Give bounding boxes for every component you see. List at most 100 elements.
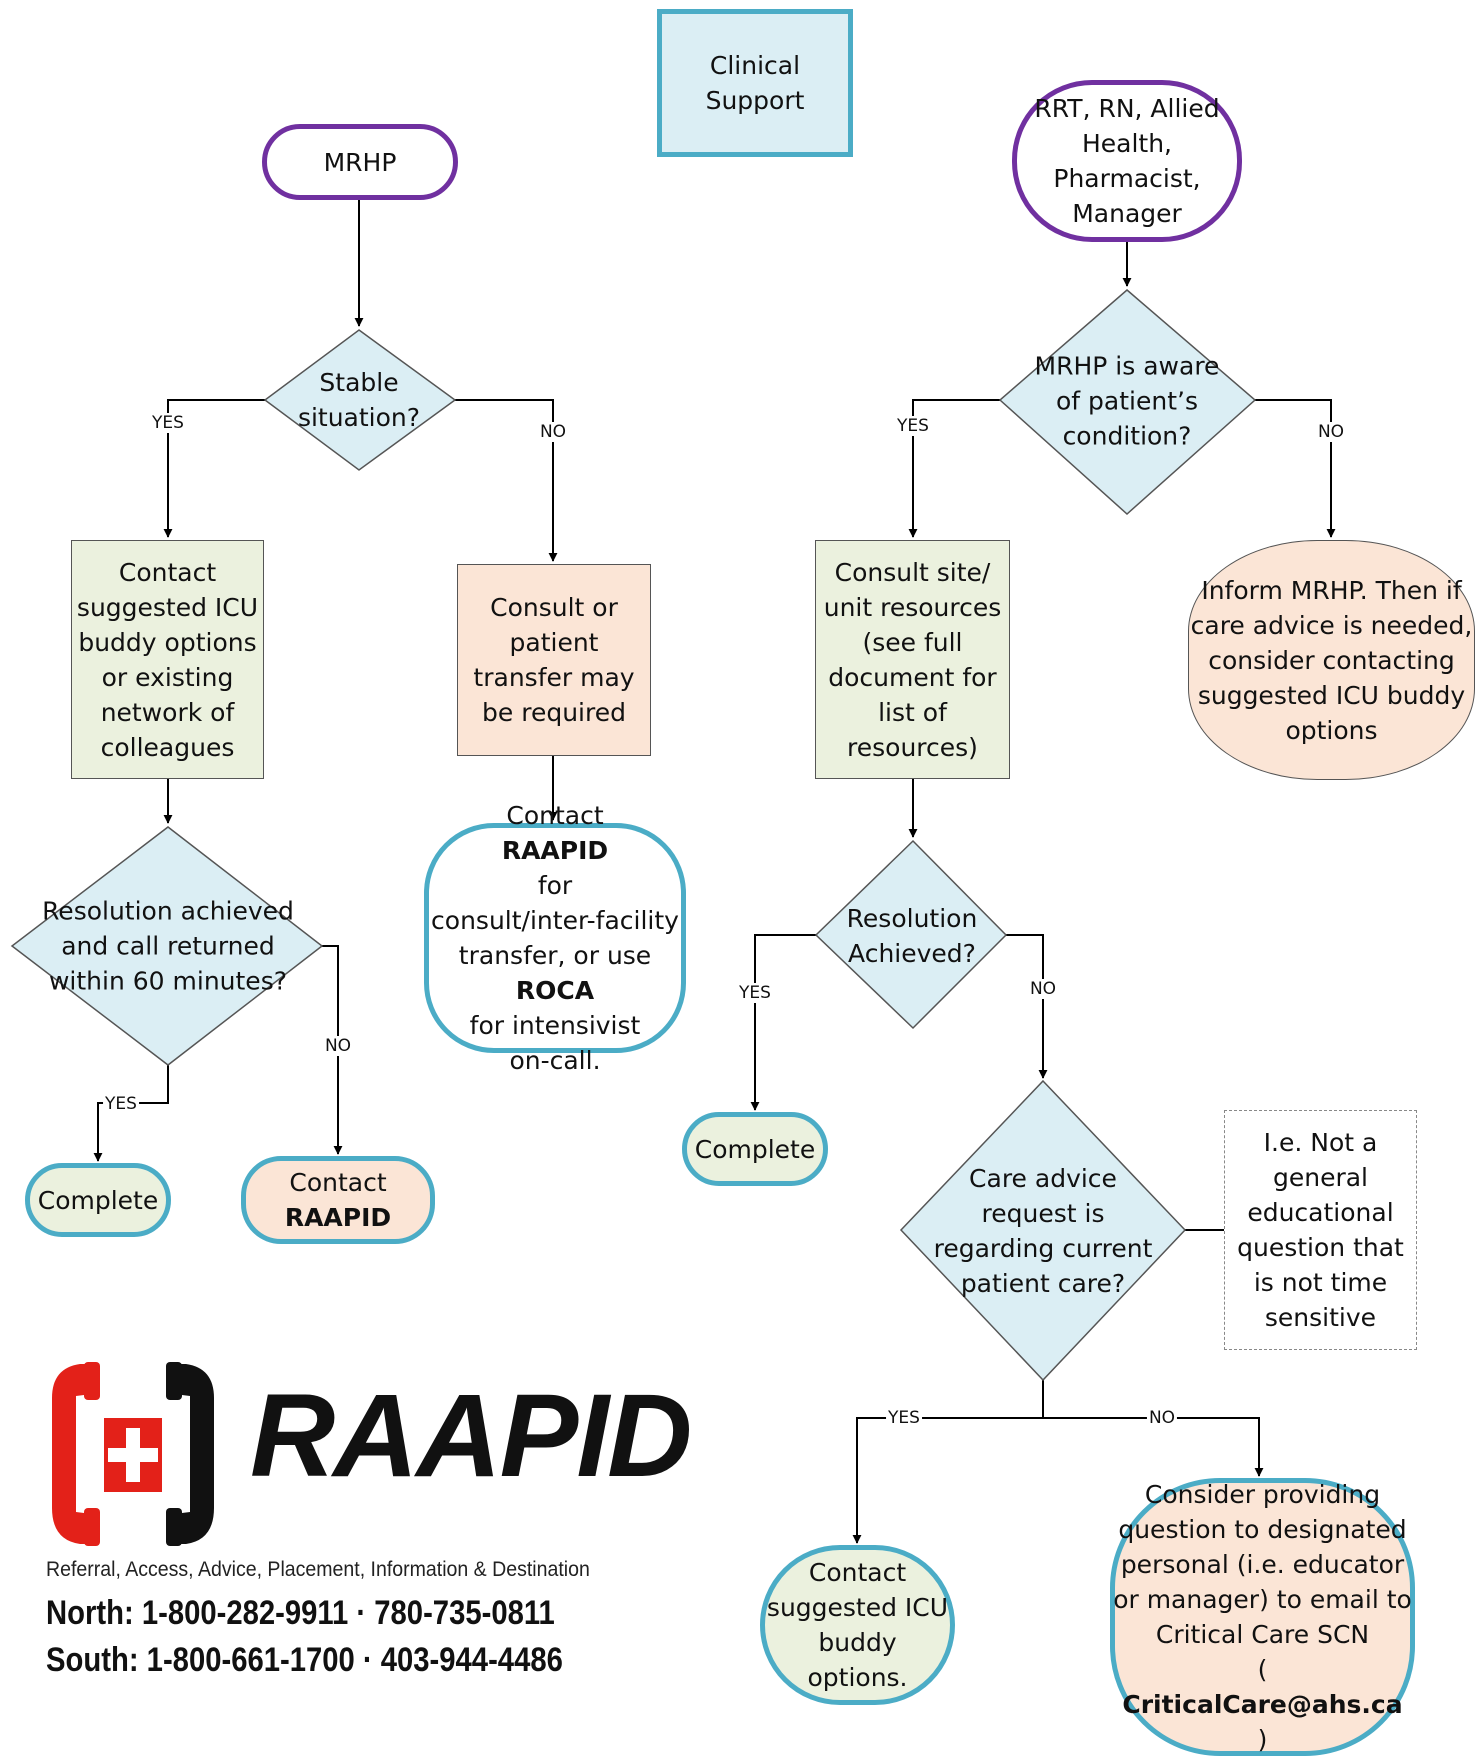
note-line-1: I.e. Not a <box>1263 1128 1378 1157</box>
raapid-north-phone: North: 1-800-282-9911 · 780-735-0811 <box>46 1594 555 1632</box>
connector-careadvice-yes <box>852 1417 1043 1544</box>
consult-line-3: transfer may <box>473 663 635 692</box>
consult-site-line-2: unit resources <box>823 592 1002 622</box>
consult-site-line-5: list of <box>878 697 947 727</box>
stable-no-label: NO <box>537 422 569 442</box>
careadvice-line-2: request is <box>981 1199 1105 1228</box>
aware-line-2: of patient’s <box>1056 386 1198 416</box>
inform-mrhp-box: Inform MRHP. Then if care advice is need… <box>1188 540 1475 780</box>
consult-site-line-6: resources) <box>847 732 978 762</box>
raapid-wordmark: RAAPID <box>250 1370 692 1502</box>
complete-left: Complete <box>25 1163 171 1237</box>
res60-line-3: within 60 minutes? <box>48 966 287 996</box>
decision-stable-diamond <box>263 329 457 471</box>
stable-yes-label: YES <box>150 413 186 433</box>
contact-raapid-line-1: Contact <box>289 1168 387 1197</box>
staff-line-2: Health, <box>1081 129 1173 158</box>
res60-line-1: Resolution achieved <box>42 896 294 926</box>
resolved-line-1: Resolution <box>846 904 978 933</box>
careadvice-line-1: Care advice <box>969 1164 1117 1193</box>
resolution60-question: Resolution achieved and call returned wi… <box>18 894 318 999</box>
res60-no-label: NO <box>322 1036 354 1056</box>
note-line-2: general <box>1272 1163 1368 1192</box>
decision-resolution60-diamond <box>10 826 324 1066</box>
raapid-box-l1-post: for <box>537 871 573 900</box>
resolved-question: Resolution Achieved? <box>827 901 997 971</box>
mrhp-start: MRHP <box>262 124 458 200</box>
title-line-1: Clinical <box>709 51 801 80</box>
note-line-5: is not time <box>1253 1268 1388 1297</box>
consider-email: CriticalCare@ahs.ca <box>1122 1690 1403 1719</box>
buddy-line-5: network of <box>100 697 235 727</box>
resolved-no-label: NO <box>1027 979 1059 999</box>
staff-line-1: RRT, RN, Allied <box>1034 94 1220 123</box>
raapid-box-l2: consult/inter-facility <box>431 906 679 935</box>
aware-line-1: MRHP is aware <box>1034 351 1220 381</box>
connector-aware-no <box>1255 399 1336 538</box>
inform-line-1: Inform MRHP. Then if <box>1201 575 1462 605</box>
careadvice-yes-label: YES <box>886 1408 922 1428</box>
inform-line-4: suggested ICU buddy <box>1197 680 1466 710</box>
decision-careadvice-diamond <box>899 1079 1187 1382</box>
inform-line-5: options <box>1285 715 1378 745</box>
raapid-box-l1-pre: Contact <box>506 801 604 830</box>
raapid-box-l5: on-call. <box>509 1046 601 1075</box>
consider-providing-box: Consider providing question to designate… <box>1110 1478 1415 1756</box>
note-line-4: question that <box>1237 1233 1404 1262</box>
consider-line-6-pre: ( <box>1257 1655 1268 1684</box>
aware-line-3: condition? <box>1062 421 1192 451</box>
raapid-tagline: Referral, Access, Advice, Placement, Inf… <box>46 1558 590 1581</box>
consider-line-4: or manager) to email to <box>1113 1585 1412 1614</box>
decision-resolved-diamond <box>814 839 1008 1030</box>
contact-buddy-box: Contact suggested ICU buddy options or e… <box>71 540 264 779</box>
buddy-line-3: buddy options <box>78 627 257 657</box>
inform-line-2: care advice is needed, <box>1190 610 1473 640</box>
buddy-right-line-2: suggested ICU <box>766 1593 949 1622</box>
mrhp-start-label: MRHP <box>323 147 397 177</box>
connector-resolution-no <box>322 945 343 1155</box>
staff-start: RRT, RN, Allied Health, Pharmacist, Mana… <box>1012 80 1242 242</box>
inform-line-3: consider contacting <box>1208 645 1455 675</box>
consult-site-line-1: Consult site/ <box>834 557 991 587</box>
consult-site-line-3: (see full <box>862 627 963 657</box>
staff-line-4: Manager <box>1072 199 1182 228</box>
complete-right: Complete <box>682 1112 828 1186</box>
careadvice-line-3: regarding current <box>933 1234 1153 1263</box>
connector-stable-yes <box>163 399 265 538</box>
buddy-line-1: Contact <box>118 557 217 587</box>
resolved-line-2: Achieved? <box>848 939 976 968</box>
connector-aware-yes <box>908 399 1000 538</box>
careadvice-question: Care advice request is regarding current… <box>923 1161 1163 1301</box>
buddy-line-6: colleagues <box>100 732 235 762</box>
careadvice-no-label: NO <box>1146 1408 1178 1428</box>
contact-buddy-right: Contact suggested ICU buddy options. <box>760 1545 955 1705</box>
consult-line-4: be required <box>482 698 626 727</box>
complete-left-label: Complete <box>37 1185 159 1215</box>
raapid-phone-cross-icon <box>52 1362 214 1546</box>
title-line-2: Support <box>705 86 805 115</box>
raapid-box-l4-post: for intensivist <box>469 1011 641 1040</box>
consider-line-2: question to designated <box>1118 1515 1407 1544</box>
aware-yes-label: YES <box>895 416 931 436</box>
stable-question: Stable situation? <box>274 365 444 435</box>
connector-resolved-yes <box>750 934 816 1111</box>
connector-resolved-no <box>1006 934 1048 1079</box>
buddy-right-line-3: buddy options. <box>807 1628 908 1692</box>
raapid-box-l4-bold: ROCA <box>515 976 595 1005</box>
consult-line-2: patient <box>509 628 599 657</box>
consider-line-6-post: ) <box>1257 1725 1268 1754</box>
connector-careadvice-no <box>1043 1417 1264 1477</box>
buddy-line-2: suggested ICU <box>76 592 259 622</box>
staff-line-3: Pharmacist, <box>1053 164 1201 193</box>
raapid-box-l3: transfer, or use <box>458 941 652 970</box>
consult-site-box: Consult site/ unit resources (see full d… <box>815 540 1010 779</box>
note-line-6: sensitive <box>1264 1303 1377 1332</box>
buddy-line-4: or existing <box>101 662 234 692</box>
resolved-yes-label: YES <box>737 983 773 1003</box>
decision-aware-diamond <box>998 289 1257 516</box>
stable-line-2: situation? <box>297 403 421 432</box>
consider-line-3: personal (i.e. educator <box>1120 1550 1405 1579</box>
aware-no-label: NO <box>1315 422 1347 442</box>
